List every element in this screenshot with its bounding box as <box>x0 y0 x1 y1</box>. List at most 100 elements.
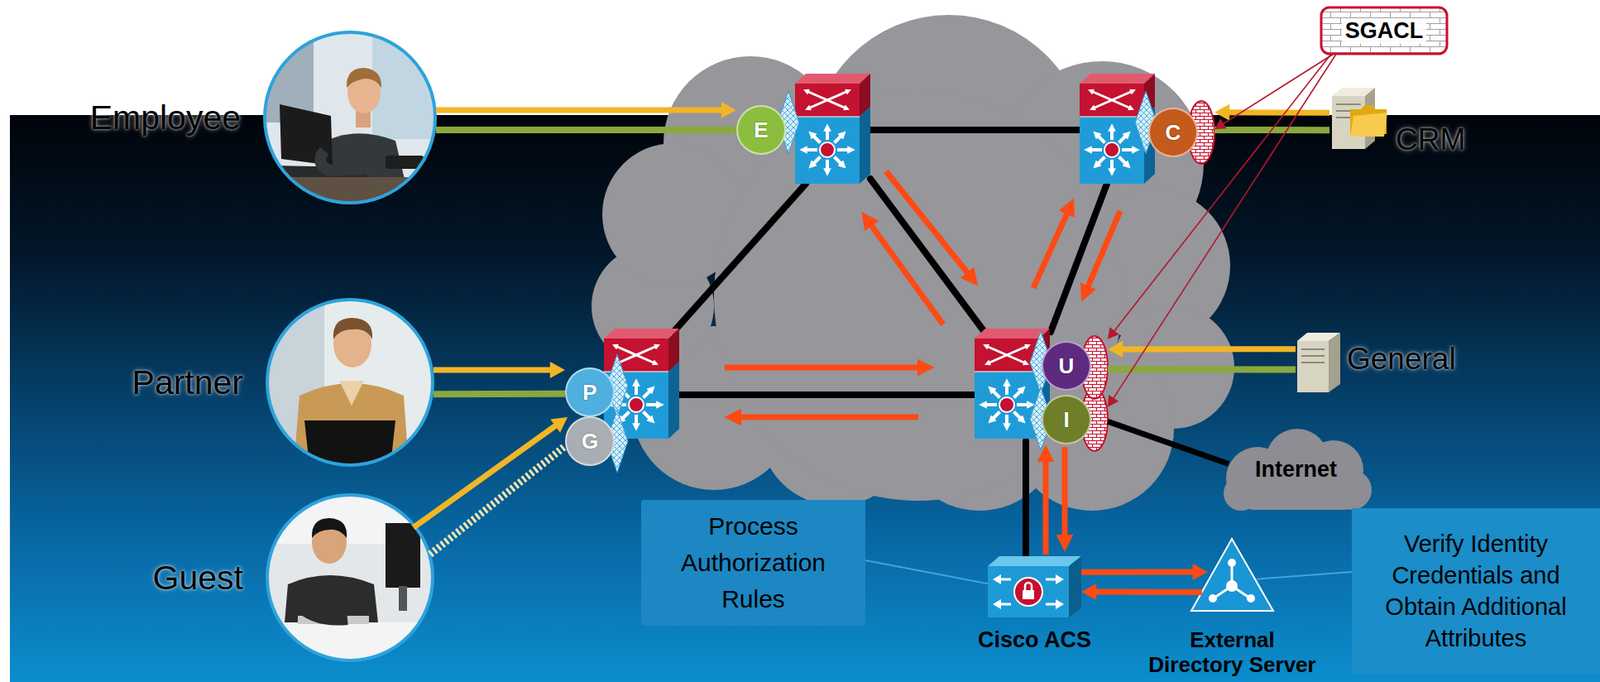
node-text: U <box>1058 353 1075 379</box>
guest-photo <box>266 622 434 662</box>
directory-icon <box>1226 579 1238 592</box>
traffic-flow-arrow <box>1043 456 1050 555</box>
tag-circle: C <box>1148 107 1198 158</box>
node-text: External Directory Server <box>1144 627 1321 677</box>
sgacl-pointer <box>1107 53 1337 408</box>
auth-arrow <box>1081 583 1203 600</box>
traffic-line <box>435 129 737 130</box>
partner-photo <box>266 298 434 466</box>
acs-appliance-icon <box>1022 589 1035 599</box>
general-server-icon <box>1297 340 1329 393</box>
node-label: External Directory Server <box>1144 627 1321 677</box>
connector-line <box>865 560 988 584</box>
node-text: Verify Identity Credentials and Obtain A… <box>1366 527 1586 654</box>
guest-photo <box>311 517 347 538</box>
node-text: P <box>582 379 597 406</box>
connector-line <box>1107 365 1296 373</box>
internet-cloud: Internet <box>1219 428 1373 511</box>
note-box: Process Authorization Rules <box>641 499 866 626</box>
traffic-line <box>1107 368 1296 370</box>
directory-icon <box>1191 538 1274 611</box>
physical-link <box>1107 421 1229 464</box>
guest-photo <box>266 493 434 662</box>
node-text: Internet <box>1255 456 1337 483</box>
arrow-head <box>1214 118 1227 130</box>
leader-line <box>865 560 988 584</box>
employee-photo <box>264 32 436 203</box>
traffic-flow-arrow <box>1062 446 1069 540</box>
acs-appliance-icon <box>1025 582 1032 590</box>
crm-server-icon <box>1350 112 1388 137</box>
sgt-tag: U <box>1041 335 1108 399</box>
traffic-flow-arrow <box>1086 210 1121 291</box>
employee-photo <box>346 67 382 88</box>
internet-cloud-shape <box>1240 479 1357 510</box>
acs-appliance-icon <box>987 555 1082 566</box>
directory-icon <box>1191 538 1274 611</box>
node-text: Cisco ACS <box>977 627 1092 652</box>
guest-photo <box>385 522 421 588</box>
tag-circle: I <box>1041 394 1092 445</box>
connector-line <box>433 367 555 374</box>
partner-photo <box>266 298 434 466</box>
switch-link <box>870 178 985 332</box>
directory-icon <box>1246 594 1256 603</box>
node-label: General <box>1346 340 1457 378</box>
node-text: CRM <box>1395 122 1466 157</box>
user-photo: Partner <box>266 298 434 466</box>
node-text: C <box>1165 119 1182 146</box>
auth-arrow <box>1081 563 1208 580</box>
partner-photo <box>266 298 434 466</box>
partner-photo <box>267 299 433 465</box>
crm-server-icon <box>1331 87 1388 149</box>
node-label: Employee <box>90 97 241 138</box>
arrow-head <box>1214 104 1230 121</box>
employee-photo <box>263 31 439 206</box>
acs-appliance-icon <box>1068 555 1082 618</box>
connector-line <box>1112 53 1332 334</box>
partner-photo <box>333 317 373 340</box>
employee-photo <box>263 177 436 206</box>
employee-photo <box>263 31 439 206</box>
employee-photo <box>320 150 365 171</box>
user-photo: Employee <box>263 31 436 204</box>
sgacl-pointer <box>1214 53 1334 130</box>
general-server-icon <box>1301 349 1325 363</box>
node-text: G <box>581 428 599 455</box>
note-box: Verify Identity Credentials and Obtain A… <box>1351 507 1600 674</box>
acs-appliance-icon <box>987 555 1082 618</box>
acs-appliance-icon <box>1014 577 1043 606</box>
node-text: E <box>753 117 768 144</box>
traffic-arrow <box>1107 340 1296 358</box>
traffic-arrow <box>413 416 568 527</box>
guest-photo <box>266 493 434 662</box>
sgacl-pointer <box>1107 53 1332 340</box>
arrow-head <box>1081 583 1097 600</box>
arrow-head <box>1107 326 1120 340</box>
node-label: Guest <box>153 557 244 598</box>
connector-line <box>435 126 737 134</box>
switch-link <box>1022 440 1030 556</box>
leader-line <box>1256 571 1352 580</box>
sgacl-oval <box>1081 100 1215 451</box>
traffic-line <box>433 392 566 394</box>
guest-photo <box>398 585 408 611</box>
directory-server: External Directory Server <box>1191 538 1274 611</box>
traffic-flow-arrow <box>724 364 923 371</box>
node-label: Partner <box>132 362 244 403</box>
connector-line <box>1256 571 1352 580</box>
tag-circle: U <box>1041 340 1092 391</box>
connector-line <box>435 107 726 114</box>
directory-icon <box>1227 558 1236 567</box>
connector-line <box>1107 421 1229 464</box>
sgacl-box: SGACL <box>1321 7 1447 54</box>
node-text: Partner <box>132 363 244 402</box>
arrow-head <box>550 416 568 433</box>
connector-line <box>1221 53 1335 125</box>
switch-icon <box>795 73 871 184</box>
network-cloud <box>591 14 1235 511</box>
acs-appliance-icon <box>992 574 1064 609</box>
guest-link <box>430 445 566 555</box>
